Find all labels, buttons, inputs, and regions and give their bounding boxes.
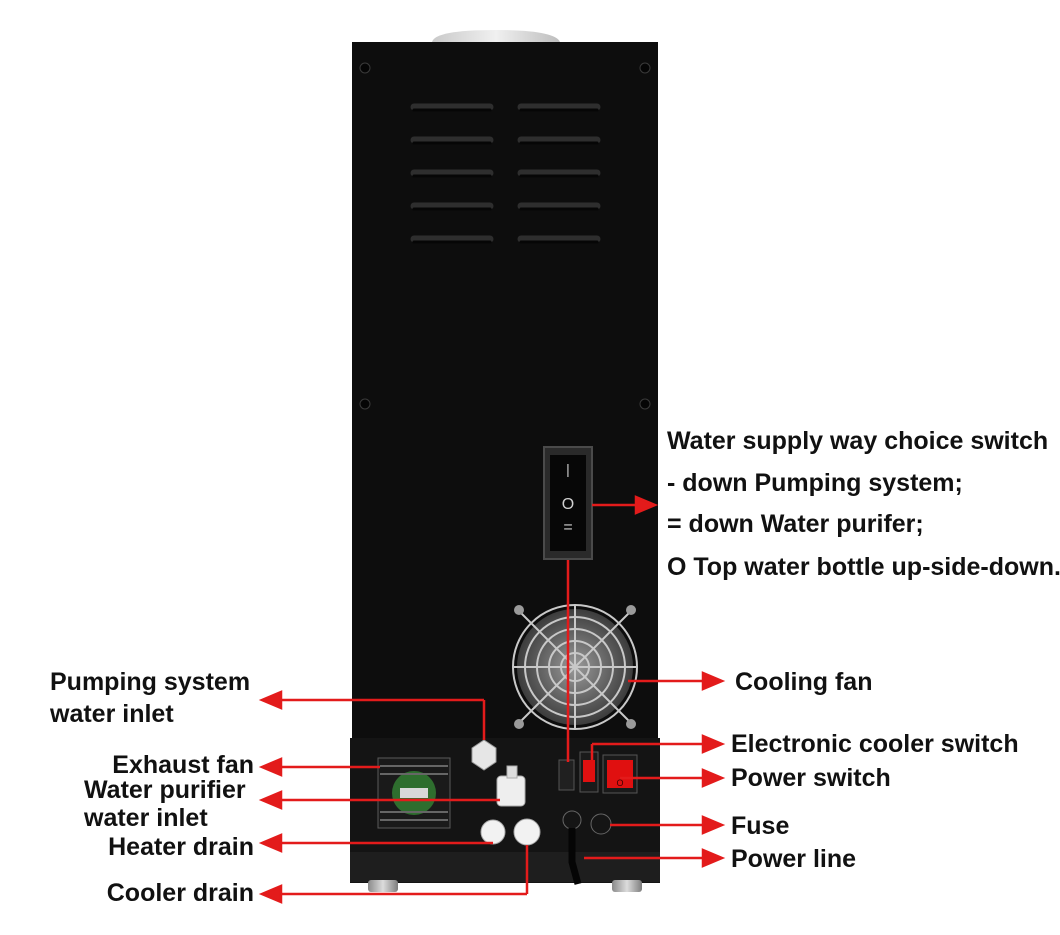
exhaust-fan-icon (377, 757, 451, 829)
purifier-inlet-fitting-icon (496, 765, 526, 807)
label-power-line: Power line (731, 845, 857, 873)
label-purifier-inlet-line1: Water purifier (84, 776, 246, 804)
label-pumping-inlet-line1: Pumping system (50, 668, 251, 696)
cooler-drain-cap-icon (513, 818, 541, 846)
label-purifier-inlet-line2: water inlet (84, 804, 208, 832)
label-water-supply-line3: O Top water bottle up-side-down. (667, 553, 1060, 581)
label-cooler-drain: Cooler drain (106, 879, 254, 907)
label-water-supply-line2: = down Water purifer; (667, 510, 924, 538)
screw-icons (359, 62, 651, 410)
callout-arrows (258, 495, 726, 904)
label-electronic-cooler-switch: Electronic cooler switch (731, 730, 1019, 758)
switch-mark-bottom: = (563, 519, 572, 536)
base-plate (350, 852, 660, 882)
label-exhaust-fan: Exhaust fan (112, 751, 254, 779)
screw-icon (359, 398, 371, 410)
water-supply-choice-switch[interactable]: | O = (543, 446, 593, 560)
label-water-supply-line1: - down Pumping system; (667, 469, 963, 497)
label-water-supply-title: Water supply way choice switch (667, 427, 1049, 455)
cooling-fan-grille-icon (512, 604, 638, 730)
foot-right (612, 880, 642, 892)
foot-left (368, 880, 398, 892)
label-pumping-inlet-line2: water inlet (50, 700, 174, 728)
label-power-switch: Power switch (731, 764, 891, 792)
small-switch-icon[interactable] (558, 759, 575, 791)
screw-icon (639, 62, 651, 74)
label-heater-drain: Heater drain (108, 833, 254, 861)
switch-mark-top: | (566, 461, 570, 477)
switch-mark-middle: O (562, 496, 574, 513)
power-line-socket-icon (562, 810, 582, 830)
label-fuse: Fuse (731, 812, 790, 840)
label-cooling-fan: Cooling fan (735, 668, 873, 696)
vent-slots (410, 103, 601, 243)
fuse-holder-icon (590, 813, 612, 835)
heater-drain-cap-icon (480, 819, 506, 845)
svg-text:O: O (616, 778, 623, 788)
power-cable (568, 828, 582, 885)
top-cap (432, 30, 560, 42)
screw-icon (639, 398, 651, 410)
screw-icon (359, 62, 371, 74)
